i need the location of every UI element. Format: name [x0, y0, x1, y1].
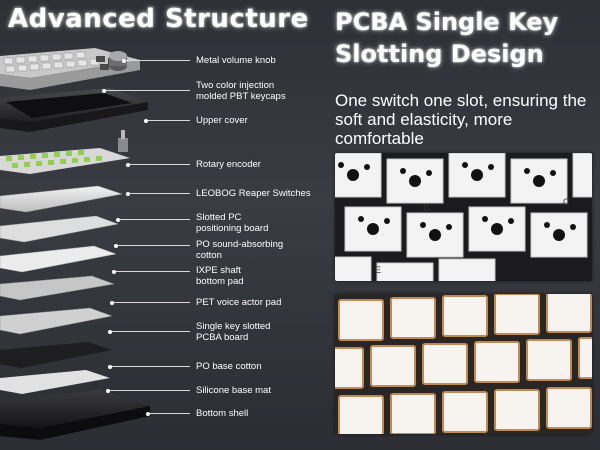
pcb-key-letter: E — [375, 265, 381, 275]
leader-line — [116, 217, 190, 222]
layer-label-pcba-board: Single key slotted PCBA board — [196, 321, 271, 343]
pcb-slot-grid — [335, 153, 592, 281]
layer-label-knob: Metal volume knob — [196, 55, 276, 66]
switches-layer — [0, 148, 130, 174]
base-cotton-layer — [0, 342, 112, 368]
rotary-encoder-illustration — [118, 130, 128, 152]
layer-label-rotary-encoder: Rotary encoder — [196, 159, 261, 170]
pet-pad-layer — [0, 275, 115, 301]
pcb-key-letter: C — [563, 197, 570, 207]
metal-knob-illustration — [109, 51, 127, 71]
silicone-mat-layer — [0, 370, 110, 394]
exploded-keyboard-illustration — [0, 48, 150, 440]
leader-line — [110, 300, 190, 305]
leader-line — [108, 364, 190, 369]
layer-label-silicone-mat: Silicone base mat — [196, 385, 271, 396]
bottom-shell-layer — [0, 390, 150, 440]
layer-label-positioning-board: Slotted PC positioning board — [196, 212, 269, 234]
pcb-key-letter: D — [423, 203, 430, 213]
layer-label-keycaps: Two color injection molded PBT keycaps — [196, 80, 286, 102]
leader-line — [108, 329, 190, 334]
pcba-board-layer — [0, 307, 113, 335]
layer-label-switches: LEOBOG Reaper Switches — [196, 188, 311, 199]
keycaps-layer — [0, 48, 140, 90]
leader-line — [114, 243, 190, 248]
leader-line — [122, 58, 190, 63]
ixpe-pad-layer — [0, 245, 117, 273]
advanced-structure-heading: Advanced Structure — [8, 4, 309, 34]
layer-label-ixpe-pad: IXPE shaft bottom pad — [196, 265, 244, 287]
leader-line — [106, 388, 190, 393]
pcba-description: One switch one slot, ensuring the soft a… — [335, 91, 587, 148]
leader-line — [126, 191, 190, 196]
sound-cotton-layer — [0, 215, 119, 243]
pcba-slot-grid — [335, 294, 592, 434]
layer-label-pet-pad: PET voice actor pad — [196, 297, 282, 308]
leader-line — [102, 88, 190, 93]
upper-cover-layer — [0, 88, 148, 132]
leader-line — [126, 162, 190, 167]
layer-label-upper-cover: Upper cover — [196, 115, 248, 126]
pcba-slotted-photo — [335, 294, 592, 434]
leader-line — [112, 269, 190, 274]
layer-label-sound-cotton: PO sound-absorbing cotton — [196, 239, 284, 261]
positioning-board-layer — [0, 185, 123, 213]
leader-line — [146, 411, 190, 416]
pcb-closeup-photo: D C E — [335, 153, 592, 281]
pcba-heading-line-1: PCBA Single Key — [335, 8, 559, 36]
leader-line — [144, 118, 190, 123]
layer-label-bottom-shell: Bottom shell — [196, 408, 249, 419]
layer-label-base-cotton: PO base cotton — [196, 361, 262, 372]
pcba-heading-line-2: Slotting Design — [335, 40, 544, 68]
